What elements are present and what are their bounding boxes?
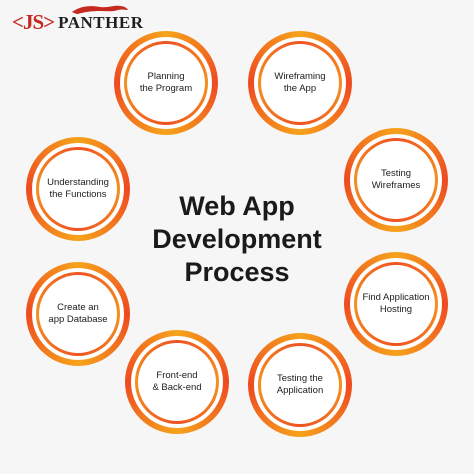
step-front-end-back-end: Front-end & Back-end (125, 330, 229, 434)
step-label: Front-end & Back-end (152, 370, 202, 393)
logo-mark: <JS> (12, 10, 55, 34)
step-understanding-the-functions: Understanding the Functions (26, 137, 130, 241)
step-label: Understanding the Functions (47, 177, 109, 200)
step-label: Planning the Program (139, 71, 193, 94)
step-find-application-hosting: Find Application Hosting (344, 252, 448, 356)
diagram-title: Web App Development Process (152, 191, 322, 287)
js-panther-logo: <JS> PANTHER (12, 5, 144, 35)
step-label: Wireframing the App (274, 71, 326, 94)
step-label: Find Application Hosting (362, 292, 430, 315)
step-label: Create an app Database (48, 302, 108, 325)
panther-icon (72, 5, 128, 15)
step-testing-the-application: Testing the Application (248, 333, 352, 437)
step-label: Testing the Application (276, 373, 324, 396)
logo-wordmark: PANTHER (58, 12, 144, 32)
step-wireframing-the-app: Wireframing the App (248, 31, 352, 135)
step-testing-wireframes: Testing Wireframes (344, 128, 448, 232)
step-planning-the-program: Planning the Program (114, 31, 218, 135)
step-label: Testing Wireframes (371, 168, 421, 191)
step-create-an-app-database: Create an app Database (26, 262, 130, 366)
